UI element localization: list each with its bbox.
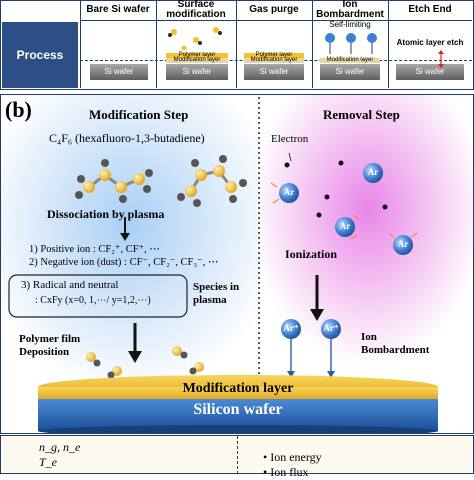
modification-layer-label: Modification layer [182, 381, 294, 396]
process-label: Process [2, 22, 78, 88]
electron-label: Electron [271, 133, 309, 145]
ion-parameters: • Ion energy • Ion flux [263, 450, 322, 480]
removal-step-title: Removal Step [323, 107, 400, 122]
polymer-deposition-label: Polymer film Deposition [19, 333, 81, 358]
si-wafer: Si wafer [396, 64, 464, 80]
plasma-parameters: n_g, n_e T_e [39, 440, 80, 470]
column-divider [156, 0, 157, 88]
ar-label: Ar [397, 239, 409, 249]
panel-b-graphics [1, 95, 473, 433]
ion-species-list: 1) Positive ion : CF₂⁺, CF⁺, ⋯ 2) Negati… [29, 243, 265, 269]
ar-plus-label: Ar⁺ [283, 323, 299, 333]
c4f6-molecule-icon [177, 155, 247, 207]
si-wafer: Si wafer [166, 64, 228, 80]
parameters-panel: n_g, n_e T_e • Ion energy • Ion flux [0, 435, 474, 479]
panel-b-label: (b) [5, 97, 32, 122]
electron-temperature-parameter: T_e [39, 455, 57, 469]
column-divider [312, 0, 313, 88]
ar-plus-ion-icon [281, 319, 341, 339]
column-divider [236, 0, 237, 88]
modification-layer: Modification layer [244, 57, 304, 63]
si-wafer: Si wafer [244, 64, 304, 80]
header-bare-si-wafer: Bare Si wafer [80, 0, 156, 21]
modification-layer: Modification layer [320, 57, 380, 63]
c4f6-molecule-icon [75, 159, 153, 203]
polymer-layer: Polymer layer [244, 52, 304, 58]
self-limiting-label: Self-limiting [329, 20, 371, 29]
ion-flux-parameter: • Ion flux [263, 465, 309, 479]
precursor-label: C₄F₆ (hexafluoro-1,3-butadiene) [49, 131, 205, 145]
process-table: Process Bare Si wafer Surface modificati… [0, 0, 474, 92]
header-etch-end: Etch End [388, 0, 472, 21]
radical-title: 3) Radical and neutral [21, 279, 119, 291]
header-ion-bombardment: Ion Bombardment [312, 0, 388, 21]
ar-label: Ar [367, 167, 379, 177]
silicon-wafer-label: Silicon wafer [193, 401, 283, 418]
ar-plus-label: Ar⁺ [323, 323, 339, 333]
ar-ions-icon [325, 33, 377, 54]
parameters-divider [237, 436, 238, 474]
si-wafer: Si wafer [90, 64, 148, 80]
ion-energy-parameter: • Ion energy [263, 450, 322, 464]
modification-layer: Modification layer [166, 57, 228, 63]
ar-atom-icon [279, 163, 413, 255]
atomic-layer-etch-label: Atomic layer etch [396, 38, 464, 47]
negative-ion-label: 2) Negative ion (dust) : CF⁻, CF₂⁻, CF₃⁻… [29, 257, 219, 268]
header-gas-purge: Gas purge [236, 0, 312, 21]
radical-formula: : CxFy (x=0, 1,⋯/ y=1,2,⋯) [35, 295, 151, 306]
column-divider [388, 0, 389, 88]
ar-label: Ar [339, 221, 351, 231]
ion-bombardment-label: Ion Bombardment [361, 331, 430, 356]
species-in-plasma-label: Species in plasma [193, 281, 240, 306]
column-divider [80, 0, 81, 88]
header-surface-modification: Surface modification [156, 0, 236, 21]
polymer-layer: Polymer layer [166, 52, 228, 58]
modification-step-title: Modification Step [89, 107, 189, 122]
density-parameter: n_g, n_e [39, 440, 81, 454]
positive-ion-label: 1) Positive ion : CF₂⁺, CF⁺, ⋯ [29, 244, 160, 255]
etch-depth-arrow-icon [438, 50, 444, 68]
panel-b: (b) Modification Step Removal Step C₄F₆ … [0, 94, 474, 434]
precursor-molecules-icon [168, 27, 222, 51]
ionization-label: Ionization [285, 247, 338, 261]
ar-label: Ar [283, 187, 295, 197]
si-wafer: Si wafer [320, 64, 380, 80]
process-table-frame [0, 0, 474, 90]
dissociation-label: Dissociation by plasma [47, 207, 165, 221]
radical-box [8, 274, 188, 318]
